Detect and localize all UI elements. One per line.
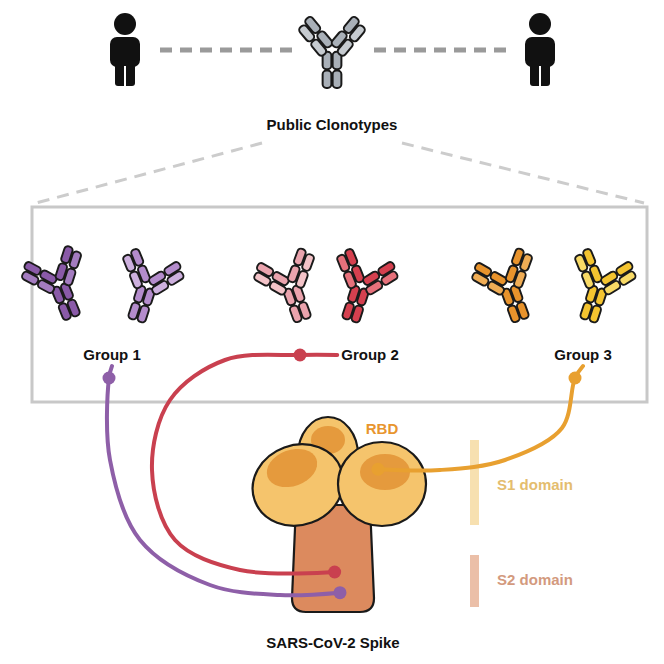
- binding-curve: [152, 355, 337, 574]
- antibody-chain: [519, 253, 533, 272]
- antibody-chain: [166, 270, 185, 286]
- group-frame: [32, 207, 647, 402]
- antibody-chain: [63, 268, 76, 287]
- dashed-link: [374, 48, 506, 53]
- connector-dot: [103, 372, 116, 385]
- group-label-box: Group 3: [550, 344, 616, 366]
- antibody-chain: [589, 305, 602, 324]
- rbd-region: RBD: [342, 418, 422, 500]
- antibody-chain: [122, 254, 136, 273]
- binding-curve: [107, 366, 340, 595]
- node-text: RBD: [366, 420, 399, 438]
- binding-curve: [378, 366, 583, 471]
- antibody-chain: [298, 301, 312, 320]
- antibody-icon: [14, 240, 104, 330]
- spike-illustration: [241, 417, 426, 612]
- antibody-chain: [253, 271, 272, 287]
- antibody-icon: [465, 243, 554, 332]
- connector-dot: [294, 349, 307, 362]
- antibody-chain: [298, 24, 316, 43]
- connector-dot: [333, 586, 346, 599]
- antibody-chain: [618, 270, 637, 286]
- antibody-chain: [333, 71, 342, 89]
- antibody-icon: [555, 244, 642, 332]
- antibody-chain: [581, 270, 595, 289]
- s2-bar: [470, 555, 479, 607]
- connector-dot: [569, 372, 582, 385]
- antibody-chain: [343, 270, 357, 289]
- antibody-chain: [69, 251, 82, 270]
- antibody-chain: [513, 270, 527, 289]
- antibody-chain: [380, 270, 399, 286]
- antibody-chain: [336, 254, 350, 273]
- connector-dot: [372, 463, 385, 476]
- connector-dot: [328, 565, 341, 578]
- antibody-chain: [37, 279, 56, 294]
- dashed-link: [160, 48, 292, 53]
- domain-label: S1 domain: [497, 476, 573, 494]
- node-text: SARS-CoV-2 Spike: [266, 634, 399, 652]
- antibody-chain: [365, 280, 384, 296]
- s1-bar: [470, 440, 479, 525]
- node-text: Group 3: [554, 346, 612, 364]
- antibody-chain: [516, 301, 530, 320]
- antibody-chain: [21, 270, 40, 285]
- antibody-icon: [317, 244, 404, 332]
- zoom-line: [402, 143, 644, 203]
- person-icon: [525, 13, 555, 87]
- antibody-icon: [247, 243, 336, 332]
- antibody-chain: [603, 280, 622, 296]
- antibody-chain: [351, 305, 364, 324]
- person-icon: [110, 13, 140, 87]
- antibody-icon: [296, 16, 368, 88]
- antibody-chain: [151, 280, 170, 296]
- spike-stalk: SARS-CoV-2 Spike: [292, 520, 374, 612]
- antibody-icon: [103, 244, 190, 332]
- antibody-chain: [269, 280, 288, 296]
- node-text: Group 1: [83, 346, 141, 364]
- domain-label: S2 domain: [497, 571, 573, 589]
- group-label-box: Group 1: [79, 344, 145, 366]
- antibody-chain: [295, 270, 309, 289]
- antibody-chain: [574, 254, 588, 273]
- antibody-chain: [323, 71, 332, 89]
- antibody-chain: [348, 24, 366, 43]
- group-label-box: Group 2: [337, 344, 403, 366]
- figure-heading: Public Clonotypes: [267, 116, 398, 134]
- antibody-chain: [301, 253, 315, 272]
- zoom-line: [36, 143, 262, 203]
- antibody-chain: [487, 280, 506, 296]
- antibody-chain: [471, 271, 490, 287]
- antibody-chain: [67, 299, 81, 318]
- node-text: Group 2: [341, 346, 399, 364]
- antibody-chain: [137, 305, 150, 324]
- antibody-chain: [129, 270, 143, 289]
